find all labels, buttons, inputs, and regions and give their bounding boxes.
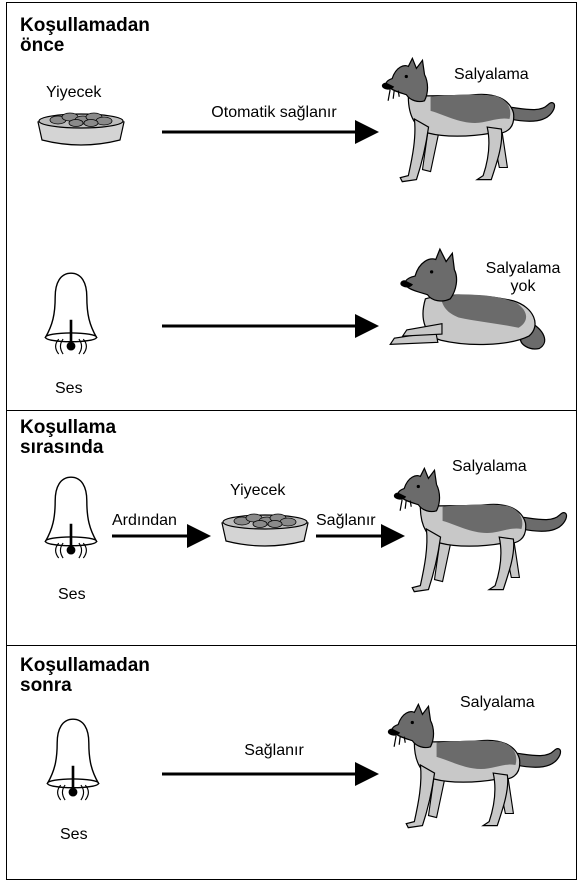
- response-label: Salyalama: [460, 694, 535, 711]
- bell-icon: [44, 714, 102, 814]
- arrow-label: Ardından: [112, 512, 177, 529]
- standing-dog-icon: [390, 464, 572, 600]
- heading-line: önce: [20, 35, 65, 56]
- section-heading: Koşullamadan önce: [20, 16, 150, 56]
- sound-label: Ses: [58, 586, 86, 603]
- response-label-line: Salyalama: [485, 260, 561, 277]
- response-label: Salyalama: [452, 458, 527, 475]
- section-heading: Koşullamadan sonra: [20, 656, 150, 696]
- bell-icon: [42, 268, 100, 368]
- section-heading: Koşullama sırasında: [20, 418, 116, 458]
- standing-dog-icon: [384, 700, 566, 836]
- arrow-label: Sağlanır: [244, 742, 304, 759]
- sound-label: Ses: [55, 380, 83, 397]
- standing-dog-icon: [378, 54, 560, 190]
- diagram-frame: [6, 2, 577, 880]
- food-bowl-icon: [36, 104, 126, 152]
- section-divider: [6, 645, 577, 646]
- arrow-icon: [112, 524, 211, 548]
- heading-line: sonra: [20, 675, 72, 696]
- arrow-label: Otomatik sağlanır: [211, 104, 337, 121]
- bell-icon: [42, 472, 100, 572]
- heading-line: Koşullamadan: [20, 15, 150, 36]
- arrow-icon: [162, 120, 379, 144]
- lying-dog-icon: [384, 246, 560, 362]
- arrow-label: Sağlanır: [316, 512, 376, 529]
- heading-line: Koşullamadan: [20, 655, 150, 676]
- arrow-icon: [162, 314, 379, 338]
- heading-line: Koşullama: [20, 417, 117, 438]
- food-label: Yiyecek: [46, 84, 102, 101]
- food-bowl-icon: [220, 506, 310, 552]
- sound-label: Ses: [60, 826, 88, 843]
- arrow-icon: [316, 524, 405, 548]
- arrow-icon: [162, 762, 379, 786]
- response-label: Salyalama yok: [474, 260, 572, 296]
- response-label-line: yok: [510, 278, 536, 295]
- section-divider: [6, 410, 577, 411]
- response-label: Salyalama: [454, 66, 529, 83]
- heading-line: sırasında: [20, 437, 104, 458]
- food-label: Yiyecek: [230, 482, 286, 499]
